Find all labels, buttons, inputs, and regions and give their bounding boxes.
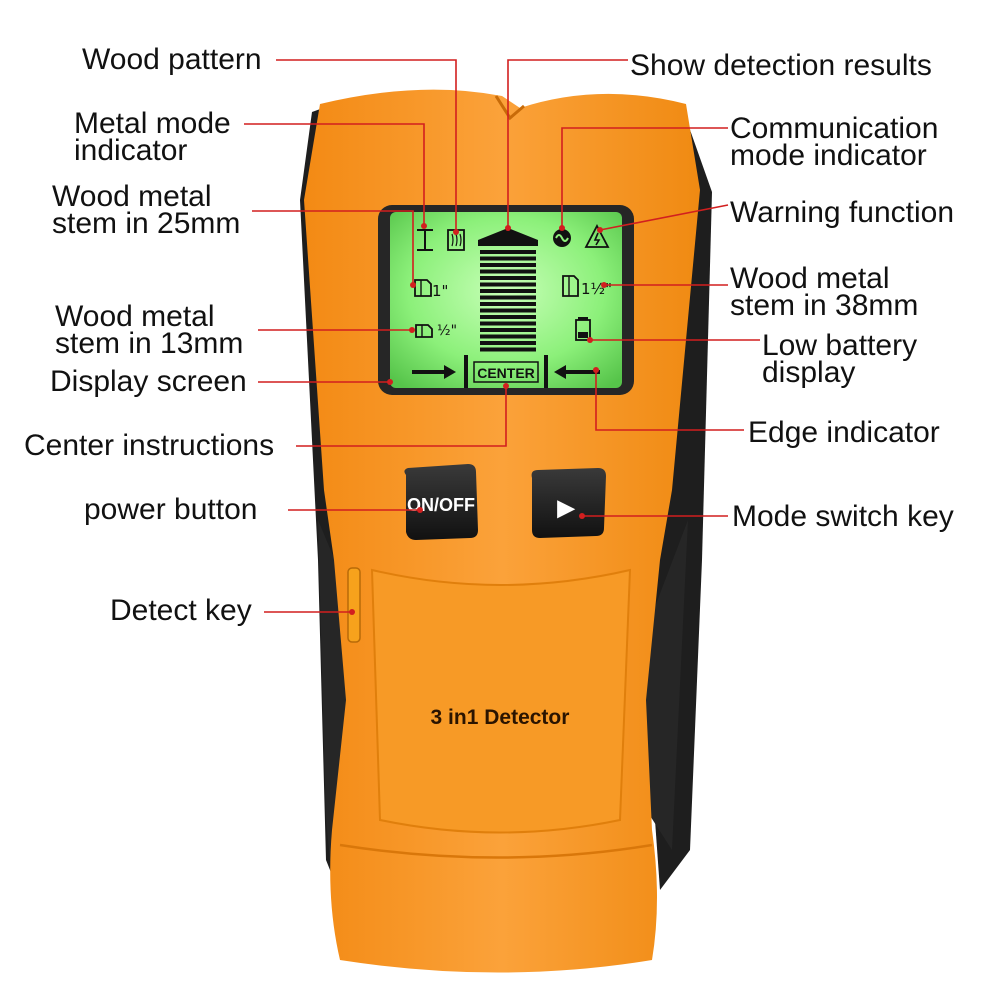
play-icon: ▶	[557, 495, 576, 520]
lcd-bar-segment	[480, 302, 536, 306]
lcd-inch-half: ½"	[437, 323, 457, 339]
lcd-bar-segment	[480, 282, 536, 287]
callout-warning-function: Warning function	[730, 196, 955, 229]
detection-bar-graph	[478, 228, 538, 352]
top-notch	[494, 95, 525, 121]
callout-wood-pattern: Wood pattern	[82, 43, 262, 76]
lcd-bar-segment	[480, 328, 536, 332]
lcd-inch-1: 1"	[432, 282, 448, 300]
callout-wood-metal-25mm: Wood metal stem in 25mm	[52, 180, 241, 240]
lcd-bar-segment	[480, 321, 536, 326]
callout-display-screen: Display screen	[50, 365, 247, 398]
lcd-bar-segment	[480, 295, 536, 300]
body-ridge	[370, 568, 632, 834]
power-button[interactable]: ON/OFF	[404, 464, 478, 540]
lcd-screen	[390, 212, 622, 388]
lcd-bar-segment	[480, 347, 536, 352]
callout-communication-mode: Communication mode indicator	[730, 112, 939, 172]
callout-wood-metal-38mm: Wood metal stem in 38mm	[730, 262, 919, 322]
result-peak-icon	[478, 228, 538, 246]
wood-block-large-icon	[562, 275, 579, 297]
lcd-bar-segment	[480, 315, 536, 319]
wood-block-small-icon	[415, 324, 433, 338]
arrow-left-icon	[554, 365, 600, 379]
callout-lines	[244, 59, 760, 615]
callout-low-battery: Low battery display	[762, 329, 918, 389]
lcd-bar-segment	[480, 263, 536, 267]
callout-metal-mode-indicator: Metal mode indicator	[74, 107, 231, 167]
warning-triangle-icon	[584, 224, 610, 248]
lcd-bar-segment	[480, 308, 536, 313]
mode-switch-button[interactable]: ▶	[531, 468, 606, 538]
lcd-bar-segment	[480, 256, 536, 261]
lcd-bar-segment	[480, 334, 536, 339]
detector-device: 1" ½" 1½" CENTER	[300, 89, 712, 973]
lcd-center-label: CENTER	[477, 365, 535, 381]
battery-icon	[575, 317, 591, 341]
lcd-bar-segment	[480, 289, 536, 293]
detect-key[interactable]	[347, 567, 361, 643]
callout-wood-metal-13mm: Wood metal stem in 13mm	[55, 300, 244, 360]
metal-i-beam-icon	[417, 229, 433, 251]
ac-wave-icon	[553, 229, 571, 247]
lcd-bar-segment	[480, 341, 536, 345]
callout-mode-switch-key: Mode switch key	[732, 500, 954, 533]
callout-center-instructions: Center instructions	[24, 429, 275, 462]
lcd-inch-one-half: 1½"	[581, 280, 612, 298]
callout-power-button: power button	[84, 493, 258, 526]
callout-show-detection-results: Show detection results	[630, 49, 932, 82]
lcd-bar-segment	[480, 250, 536, 254]
lower-black-band-right	[640, 520, 688, 850]
power-button-label: ON/OFF	[407, 495, 475, 515]
lcd-bar-segment	[480, 276, 536, 280]
wood-block-icon	[414, 279, 432, 297]
brand-label: 3 in1 Detector	[431, 706, 570, 729]
bottom-ridge	[339, 843, 653, 859]
lcd-bar-segment	[480, 269, 536, 274]
arrow-right-icon	[412, 365, 456, 379]
callout-edge-indicator: Edge indicator	[748, 416, 940, 449]
callout-detect-key: Detect key	[110, 594, 252, 627]
